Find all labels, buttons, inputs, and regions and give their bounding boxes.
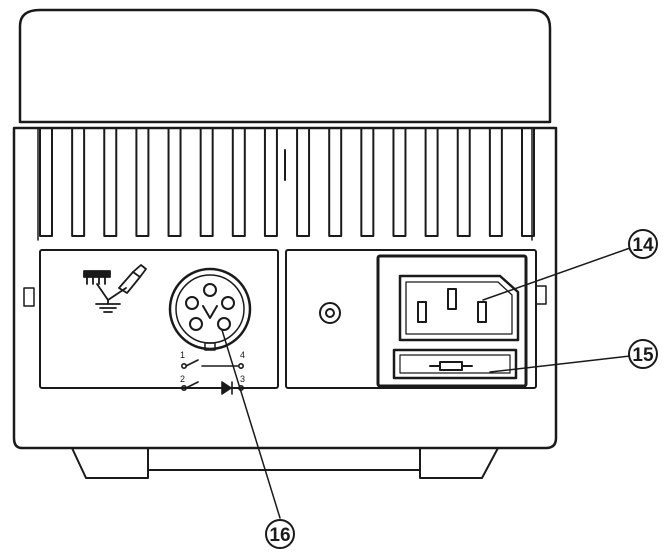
cooling-fin (392, 127, 407, 237)
cooling-fin (103, 127, 118, 237)
cooling-fin (167, 127, 182, 237)
cooling-fin (39, 127, 53, 237)
cooling-fin (135, 127, 150, 237)
leader-line-16 (221, 329, 281, 519)
cooling-fin (424, 127, 439, 237)
din-socket-icon (168, 267, 252, 351)
leader-line-15 (489, 355, 631, 373)
left-foot (71, 447, 149, 479)
cooling-fin (328, 127, 343, 237)
bottom-base (147, 447, 421, 471)
pin-4-label: 4 (240, 350, 245, 360)
rear-body (12, 126, 558, 450)
svg-text:15: 15 (632, 345, 654, 366)
callout-15: 15 (628, 339, 658, 369)
cooling-fin (296, 127, 311, 237)
cooling-fin (71, 127, 86, 237)
svg-text:14: 14 (632, 235, 654, 256)
pin-2-label: 2 (180, 374, 185, 384)
mains-inlet-icon (398, 274, 520, 342)
cooling-fin (521, 127, 535, 237)
svg-text:16: 16 (269, 525, 290, 546)
callout-14: 14 (628, 229, 658, 259)
cooling-fin (456, 127, 471, 237)
left-panel (39, 249, 279, 389)
cooling-fin (231, 127, 246, 237)
cooling-fin (263, 127, 278, 237)
cooling-fin (488, 127, 503, 237)
fuse-holder-icon (392, 348, 518, 380)
cooling-fin (360, 127, 375, 237)
upper-housing (18, 8, 552, 124)
ground-stud-icon (319, 302, 341, 324)
right-foot (419, 447, 499, 479)
heater-tip-ground-icon (83, 264, 147, 313)
pin-1-label: 1 (180, 350, 185, 360)
cooling-fin (199, 127, 214, 237)
mains-module (376, 254, 528, 388)
pin-3-label: 3 (240, 374, 245, 384)
right-panel (285, 249, 537, 389)
leader-line-14 (482, 247, 631, 301)
cooling-fins (39, 127, 535, 237)
switch-diode-schematic-icon: 1 4 2 3 (180, 350, 245, 395)
callout-16: 16 (265, 519, 295, 549)
